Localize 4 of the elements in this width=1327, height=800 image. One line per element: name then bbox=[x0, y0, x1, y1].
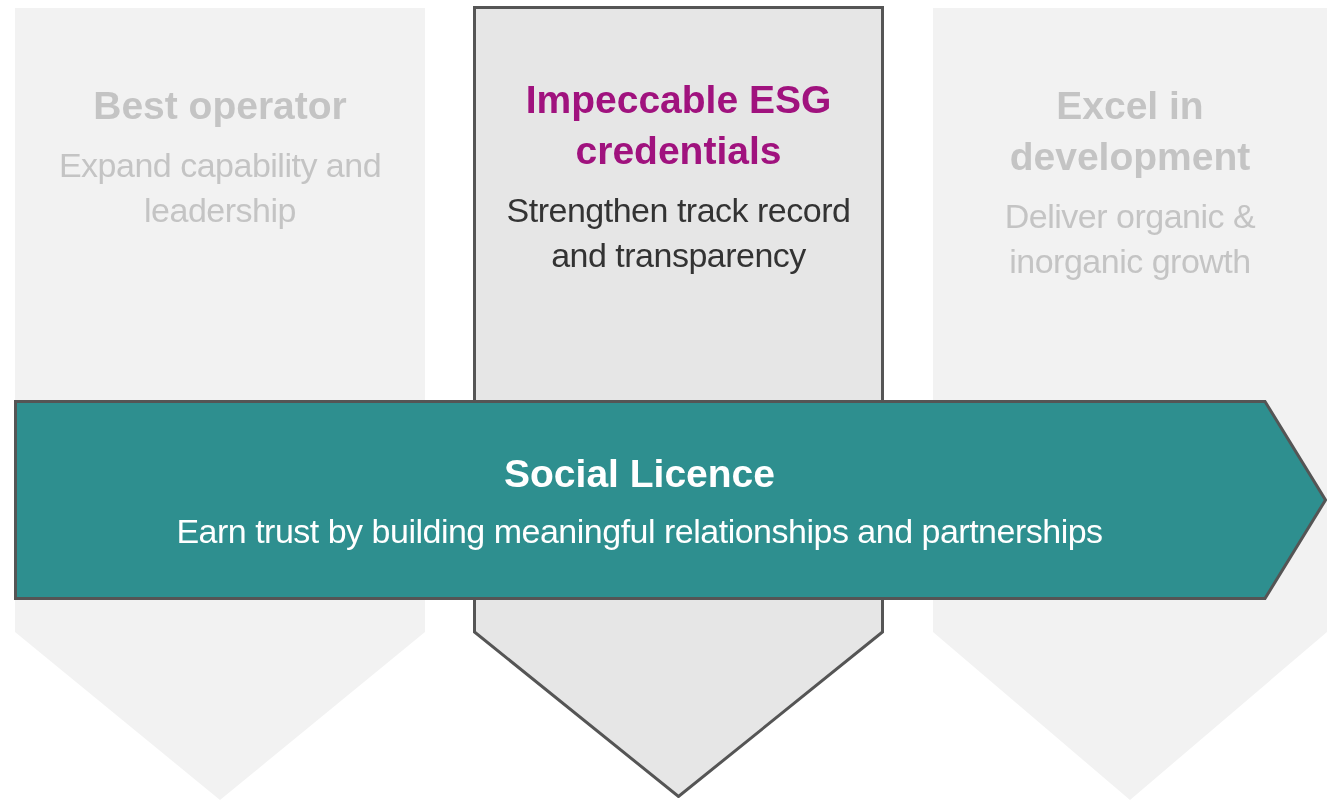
description: Earn trust by building meaningful relationships and partnerships bbox=[175, 511, 1104, 552]
heading: Social Licence bbox=[503, 451, 776, 497]
heading: Impeccable ESG credentials bbox=[524, 77, 833, 174]
description: Strengthen track record and transparency bbox=[505, 190, 852, 276]
